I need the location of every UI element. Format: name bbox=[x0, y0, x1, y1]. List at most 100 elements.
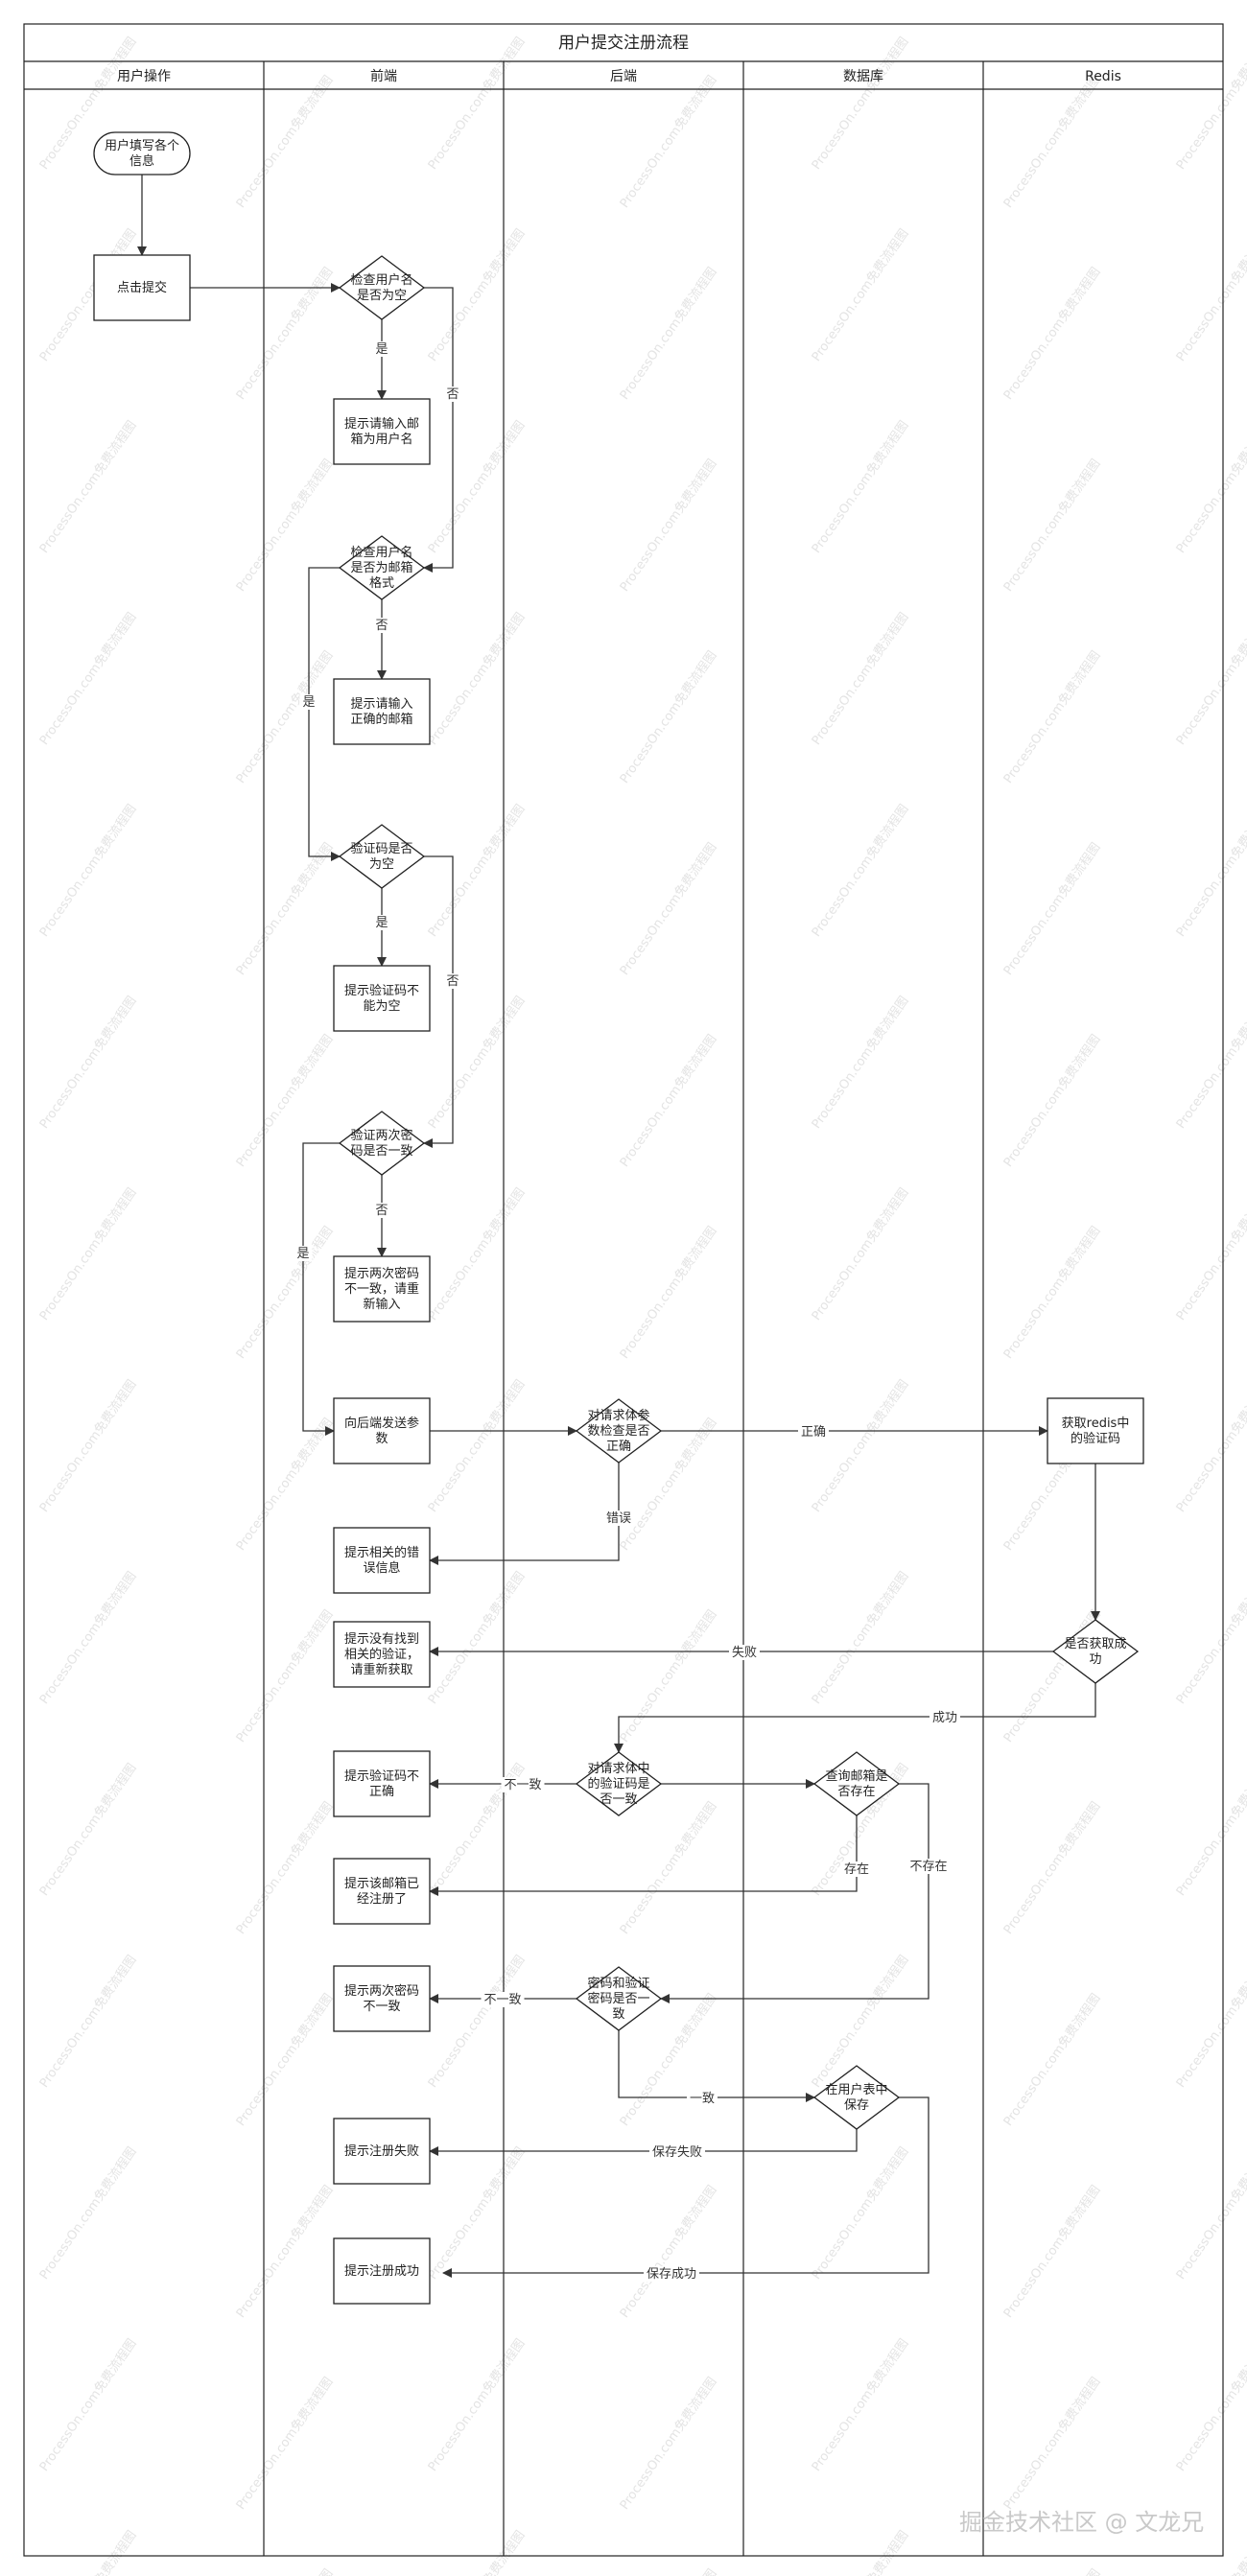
watermark-text: ProcessOn.com免费流程图 bbox=[618, 2375, 720, 2513]
watermark-text: ProcessOn.com免费流程图 bbox=[618, 1607, 720, 1745]
watermark-text: ProcessOn.com免费流程图 bbox=[37, 418, 140, 556]
lane-user-header: 用户操作 bbox=[117, 68, 171, 84]
watermark-text: ProcessOn.com免费流程图 bbox=[1174, 1569, 1247, 1707]
node-label: 是否为邮箱 bbox=[350, 560, 412, 575]
node-label: 正确 bbox=[369, 1785, 394, 1799]
node-label: 验证两次密 bbox=[350, 1128, 412, 1143]
edge-code-empty-no bbox=[423, 855, 454, 1148]
watermark-text: ProcessOn.com免费流程图 bbox=[37, 610, 140, 748]
watermark-text: ProcessOn.com免费流程图 bbox=[234, 265, 337, 403]
edge-label-bg bbox=[687, 2091, 718, 2106]
decision-diamond bbox=[575, 1398, 663, 1464]
process-box bbox=[333, 1858, 431, 1925]
node-label: 相关的验证， bbox=[344, 1647, 419, 1662]
edge-label-bg bbox=[443, 973, 462, 989]
watermark-text: ProcessOn.com免费流程图 bbox=[234, 1991, 337, 2129]
edge-label-no: 否 bbox=[446, 387, 459, 402]
edge-label-group: 保存成功 bbox=[644, 2266, 699, 2282]
watermark-text: ProcessOn.com免费流程图 bbox=[426, 418, 529, 556]
watermark-text: ProcessOn.com免费流程图 bbox=[37, 2336, 140, 2474]
watermark-text: ProcessOn.com免费流程图 bbox=[426, 226, 529, 364]
decision-diamond bbox=[812, 1751, 901, 1816]
watermark-text: ProcessOn.com免费流程图 bbox=[37, 1185, 140, 1323]
node-label: 查询邮箱是 bbox=[825, 1768, 887, 1784]
node-label: 密码和验证 bbox=[587, 1976, 649, 1991]
node-label: 提示该邮箱已 bbox=[344, 1876, 419, 1891]
watermark-text: ProcessOn.com免费流程图 bbox=[618, 2566, 720, 2576]
terminal-shape bbox=[93, 131, 191, 176]
watermark-text: ProcessOn.com免费流程图 bbox=[618, 1224, 720, 1362]
node-label: 的验证码 bbox=[1071, 1431, 1120, 1446]
edge-label-bg bbox=[841, 1862, 872, 1877]
watermark-text: ProcessOn.com免费流程图 bbox=[1174, 610, 1247, 748]
node-p-reg-success: 提示注册成功 bbox=[333, 2237, 431, 2305]
edge-email-exists bbox=[429, 1815, 858, 1896]
node-label: 为空 bbox=[369, 857, 394, 872]
watermark-text: ProcessOn.com免费流程图 bbox=[618, 648, 720, 786]
watermark-text: ProcessOn.com免费流程图 bbox=[1174, 418, 1247, 556]
decision-diamond bbox=[338, 535, 426, 600]
edge-label-yes: 是 bbox=[375, 916, 388, 930]
node-label: 密码是否一 bbox=[587, 1991, 649, 2006]
node-label: 提示两次密码 bbox=[344, 1983, 419, 1999]
watermark-text: ProcessOn.com免费流程图 bbox=[37, 2528, 140, 2576]
watermark-text: ProcessOn.com免费流程图 bbox=[1001, 1032, 1104, 1170]
edge-label-bg bbox=[906, 1859, 951, 1874]
edge-label-bg bbox=[372, 1203, 391, 1218]
node-label: 经注册了 bbox=[357, 1892, 407, 1907]
edge-label-bg bbox=[299, 694, 318, 710]
watermark-text: ProcessOn.com免费流程图 bbox=[1174, 226, 1247, 364]
node-label: 用户填写各个 bbox=[105, 138, 179, 153]
node-label: 箱为用户名 bbox=[350, 432, 412, 447]
watermark-layer: ProcessOn.com免费流程图 ProcessOn.com免费流程图 Proc… bbox=[37, 35, 1247, 2576]
node-label: 保存 bbox=[844, 2098, 869, 2113]
node-label: 对请求体参 bbox=[587, 1408, 649, 1423]
edge-label-group: 一致 bbox=[687, 2091, 718, 2106]
watermark-text: ProcessOn.com免费流程图 bbox=[810, 226, 912, 364]
edge-get-success bbox=[614, 1683, 1096, 1753]
watermark-text: ProcessOn.com免费流程图 bbox=[1174, 1953, 1247, 2091]
watermark-text: ProcessOn.com免费流程图 bbox=[1174, 802, 1247, 940]
watermark-text: ProcessOn.com免费流程图 bbox=[37, 2144, 140, 2283]
watermark-text: ProcessOn.com免费流程图 bbox=[1001, 1799, 1104, 1937]
node-label: 验证码是否 bbox=[350, 841, 412, 856]
node-label: 数 bbox=[375, 1432, 388, 1446]
watermark-text: ProcessOn.com免费流程图 bbox=[426, 1377, 529, 1515]
decision-diamond bbox=[1051, 1619, 1140, 1684]
node-label: 检查用户名 bbox=[350, 545, 412, 560]
edge-label-yes: 是 bbox=[375, 342, 388, 357]
edge-label-bg bbox=[929, 1710, 960, 1725]
watermark-text: ProcessOn.com免费流程图 bbox=[618, 73, 720, 211]
node-label: 能为空 bbox=[363, 999, 400, 1014]
node-label: 提示验证码不 bbox=[344, 983, 419, 998]
edge-label-group: 否 bbox=[372, 1203, 391, 1218]
edge-label-group: 是 bbox=[372, 915, 391, 930]
lane-frontend-header: 前端 bbox=[370, 68, 397, 84]
process-box bbox=[333, 1965, 431, 2032]
watermark-text: ProcessOn.com免费流程图 bbox=[810, 802, 912, 940]
edge-label-inconsistent: 不一致 bbox=[483, 1993, 521, 2007]
watermark-text: ProcessOn.com免费流程图 bbox=[618, 265, 720, 403]
watermark-text: ProcessOn.com免费流程图 bbox=[810, 2144, 912, 2283]
edge-label-bg bbox=[443, 386, 462, 402]
node-label: 获取redis中 bbox=[1062, 1417, 1130, 1431]
node-label: 是否为空 bbox=[357, 289, 407, 303]
watermark-text: ProcessOn.com免费流程图 bbox=[810, 1569, 912, 1707]
node-p-reg-fail: 提示注册失败 bbox=[333, 2118, 431, 2185]
decision-diamond bbox=[812, 2065, 901, 2130]
node-label: 误信息 bbox=[363, 1560, 400, 1576]
edge-label-not-exists: 不存在 bbox=[909, 1860, 947, 1874]
edge-label-group: 存在 bbox=[841, 1862, 872, 1877]
